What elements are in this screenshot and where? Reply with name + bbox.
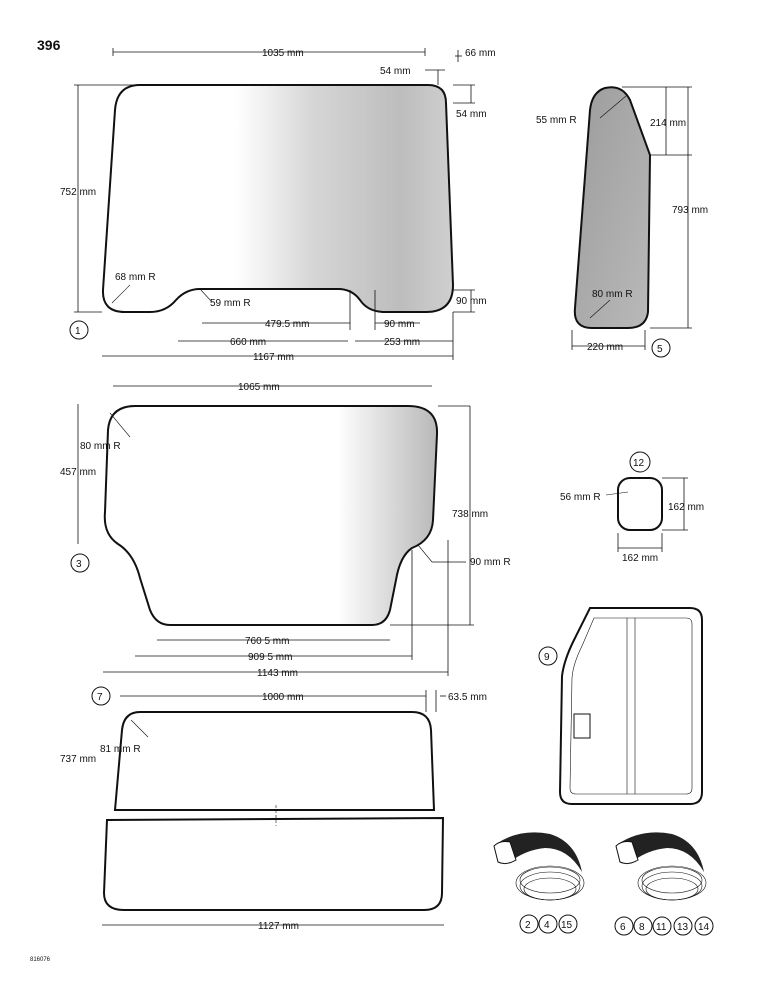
panel-12-height: 162 mm	[668, 502, 704, 513]
panel-1-bottom-right-h: 90 mm	[456, 296, 487, 307]
panel-5-top-step: 214 mm	[650, 118, 686, 129]
panel-5-outline	[573, 86, 652, 329]
door-latch	[573, 713, 591, 739]
panel-1-outline	[101, 84, 455, 313]
panel-7-lower-outline	[102, 816, 445, 911]
panel-1-notch-radius: 59 mm R	[210, 298, 251, 309]
door-frame-inner	[569, 617, 693, 795]
panel-3-top-width: 1065 mm	[238, 382, 280, 393]
panel-5-top-radius: 55 mm R	[536, 115, 577, 126]
seal-b-callout-4: 13	[677, 922, 689, 933]
panel-7-corner-radius: 81 mm R	[100, 744, 141, 755]
seal-coil-set-a: 2 4 15	[493, 832, 585, 934]
page-number: 396	[37, 37, 61, 53]
door-frame-9: 9	[538, 607, 703, 805]
panel-1-right-offset: 66 mm	[465, 48, 496, 59]
panel-3-dim-909: 909 5 mm	[248, 652, 292, 663]
panel-7-top-width: 1000 mm	[262, 692, 304, 703]
panel-7-bottom-width: 1127 mm	[258, 921, 299, 932]
footer-code: 816076	[30, 957, 51, 963]
panel-3-bottom-width: 760 5 mm	[245, 636, 289, 647]
panel-7-right-offset: 63.5 mm	[448, 692, 487, 703]
panel-12-width: 162 mm	[622, 553, 658, 564]
panel-3-corner-radius: 80 mm R	[80, 441, 121, 452]
seal-coil-set-b: 6 8 11 13 14	[614, 832, 714, 936]
panel-3: 1065 mm 80 mm R 457 mm 738 mm 90 mm R 76…	[60, 382, 511, 679]
panel-12-callout: 12	[633, 458, 645, 469]
seal-set-b-callouts: 6 8 11 13 14	[614, 916, 714, 936]
panel-1-top-width: 1035 mm	[262, 48, 304, 59]
panel-12-radius: 56 mm R	[560, 492, 601, 503]
panel-3-height: 738 mm	[452, 509, 488, 520]
seal-a-callout-1: 2	[525, 920, 531, 931]
panel-1-corner-step-h: 54 mm	[380, 66, 411, 77]
panel-3-outline	[103, 405, 439, 626]
seal-a-callout-2: 4	[544, 920, 550, 931]
panel-7-upper-outline	[113, 711, 436, 811]
panel-7: 7 1000 mm 63.5 mm 81 mm R 737 mm 1127 mm	[60, 686, 487, 932]
panel-3-side-radius: 90 mm R	[470, 557, 511, 568]
panel-7-height: 737 mm	[60, 754, 96, 765]
panel-5-callout: 5	[657, 344, 663, 355]
seal-a-callout-3: 15	[561, 920, 573, 931]
panel-1-corner-step-v: 54 mm	[456, 109, 487, 120]
panel-1-callout: 1	[75, 326, 81, 337]
seal-b-callout-2: 8	[639, 922, 645, 933]
panel-3-callout: 3	[76, 559, 82, 570]
panel-1: 1035 mm 66 mm 54 mm 54 mm 752 mm 68 mm R…	[60, 48, 496, 363]
panel-12: 12 56 mm R 162 mm 162 mm	[560, 451, 704, 564]
panel-1-corner-radius: 68 mm R	[115, 272, 156, 283]
seal-b-callout-1: 6	[620, 922, 626, 933]
panel-5: 55 mm R 214 mm 793 mm 80 mm R 220 mm 5	[536, 86, 708, 358]
panel-1-dim-253: 253 mm	[384, 337, 420, 348]
panel-3-upper-height: 457 mm	[60, 467, 96, 478]
panel-1-dim-660: 660 mm	[230, 337, 266, 348]
seal-b-callout-5: 14	[698, 922, 710, 933]
panel-12-outline	[617, 477, 663, 531]
panel-7-callout: 7	[97, 692, 103, 703]
seal-set-a-callouts: 2 4 15	[519, 914, 578, 934]
door-callout: 9	[544, 652, 550, 663]
panel-5-width: 220 mm	[587, 342, 623, 353]
panel-1-notch-width: 479.5 mm	[265, 319, 309, 330]
panel-1-notch-right-gap: 90 mm	[384, 319, 415, 330]
panel-1-height: 752 mm	[60, 187, 96, 198]
panel-3-bottom-total-width: 1143 mm	[257, 668, 298, 679]
seal-b-callout-3: 11	[656, 922, 667, 933]
panel-5-height: 793 mm	[672, 205, 708, 216]
door-frame-outer	[558, 607, 703, 805]
panel-5-bottom-radius: 80 mm R	[592, 289, 633, 300]
panel-1-bottom-width: 1167 mm	[253, 352, 294, 363]
